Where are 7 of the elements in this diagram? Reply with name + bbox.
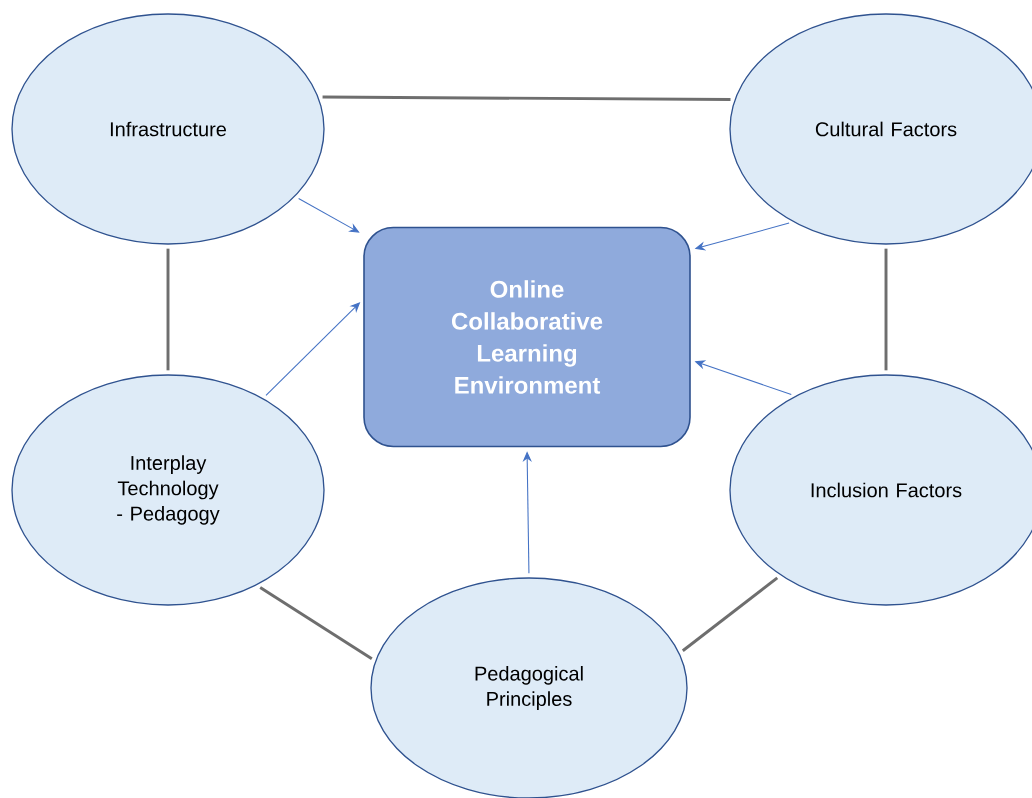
- connector-line: [681, 576, 779, 652]
- center-box: Online Collaborative Learning Environment: [363, 226, 691, 448]
- arrow: [298, 198, 360, 233]
- connector-line: [259, 586, 373, 660]
- connector-line: [322, 95, 731, 101]
- connector-line: [166, 248, 170, 371]
- connector-line: [884, 248, 888, 371]
